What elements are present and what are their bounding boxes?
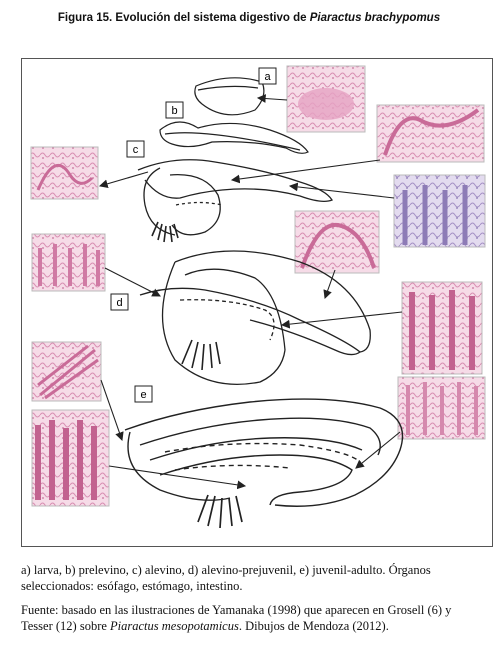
stage-b-drawing bbox=[159, 121, 309, 154]
figure-caption: a) larva, b) prelevino, c) alevino, d) a… bbox=[21, 563, 431, 593]
micrograph-stomach-e bbox=[31, 409, 110, 507]
source-prefix: Fuente: basado en las ilustraciones de Y… bbox=[21, 603, 452, 633]
micrograph-intestine-d bbox=[401, 281, 483, 375]
figure-title: Figura 15. Evolución del sistema digesti… bbox=[0, 12, 498, 24]
stage-e-drawing bbox=[124, 398, 404, 529]
micrograph-esophagus-c bbox=[30, 146, 99, 200]
micrograph-intestine-c bbox=[393, 174, 486, 248]
stage-label-d-box: d bbox=[110, 293, 129, 311]
stage-label-e: e bbox=[140, 389, 146, 401]
stage-label-b-box: b bbox=[165, 101, 184, 119]
stage-label-d: d bbox=[116, 297, 122, 309]
stage-c-drawing bbox=[137, 159, 333, 243]
micrograph-esophagus-e bbox=[31, 341, 102, 402]
pointer-arrows bbox=[98, 94, 403, 490]
figure-title-species: Piaractus brachypomus bbox=[309, 12, 441, 24]
micrograph-a bbox=[286, 65, 366, 133]
stage-label-c-box: c bbox=[126, 140, 145, 158]
micrograph-esophagus-d bbox=[31, 233, 106, 292]
stage-label-a-box: a bbox=[258, 67, 277, 85]
stage-a-drawing bbox=[194, 77, 265, 116]
stage-label-b: b bbox=[171, 105, 177, 117]
micrograph-stomach-d bbox=[294, 210, 380, 274]
stage-d-drawing bbox=[139, 250, 371, 385]
figure-title-prefix: Figura 15. Evolución del sistema digesti… bbox=[57, 12, 310, 24]
source-species: Piaractus mesopotamicus bbox=[110, 619, 239, 633]
stage-label-a: a bbox=[264, 71, 271, 83]
figure-frame bbox=[21, 58, 493, 547]
stage-label-c: c bbox=[133, 144, 139, 156]
stage-label-e-box: e bbox=[134, 385, 153, 403]
figure-source: Fuente: basado en las ilustraciones de Y… bbox=[21, 602, 483, 634]
source-suffix: . Dibujos de Mendoza (2012). bbox=[238, 619, 389, 633]
micrograph-intestine-e bbox=[397, 376, 486, 440]
micrograph-stomach-c bbox=[376, 104, 485, 163]
